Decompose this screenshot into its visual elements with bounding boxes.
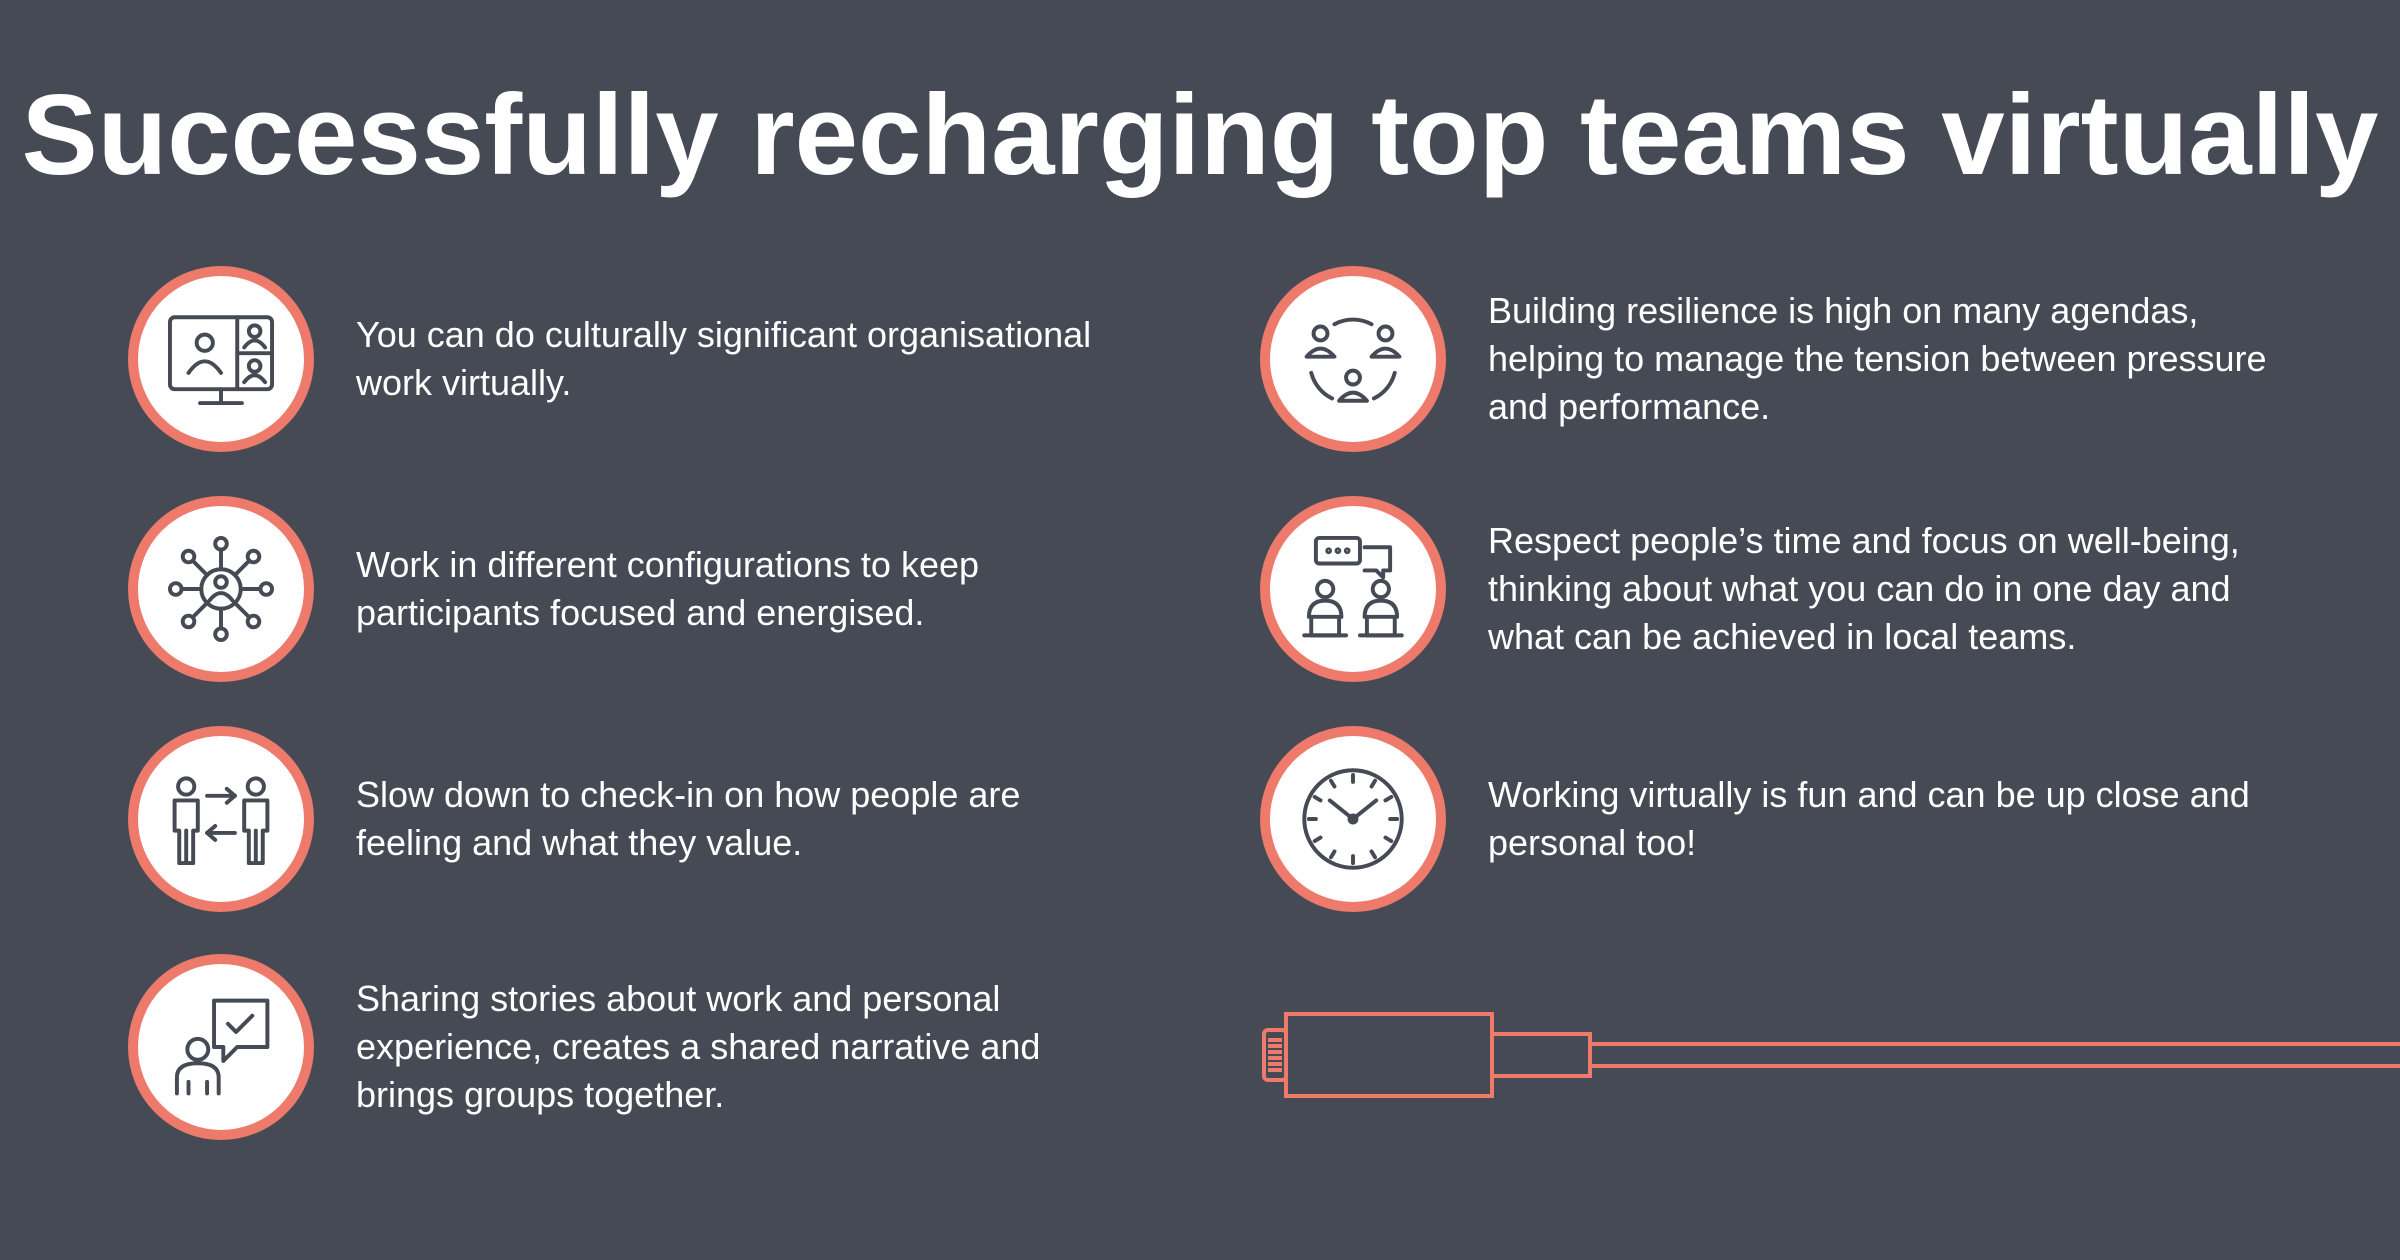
- icon-circle: [128, 496, 314, 682]
- icon-circle: [1260, 266, 1446, 452]
- charging-cable-icon: [1262, 1012, 2400, 1098]
- network-person-icon: [167, 535, 275, 643]
- list-item: You can do culturally significant organi…: [128, 266, 1136, 452]
- item-text: Respect people’s time and focus on well-…: [1488, 520, 2240, 657]
- item-text: You can do culturally significant organi…: [356, 314, 1092, 403]
- icon-circle: [1260, 726, 1446, 912]
- list-item: Work in different configurations to keep…: [128, 496, 1076, 682]
- icon-circle: [128, 726, 314, 912]
- item-text: Working virtually is fun and can be up c…: [1488, 774, 2250, 863]
- item-text: Work in different configurations to keep…: [356, 544, 980, 633]
- list-item: Working virtually is fun and can be up c…: [1260, 726, 2268, 912]
- icon-circle: [1260, 496, 1446, 682]
- page-title: Successfully recharging top teams virtua…: [21, 72, 2379, 199]
- people-exchange-icon: [172, 776, 270, 866]
- list-item: Sharing stories about work and personal …: [128, 954, 1096, 1140]
- icon-circle: [128, 266, 314, 452]
- people-chat-laptops-icon: [1302, 535, 1404, 638]
- item-text: Slow down to check-in on how people are …: [356, 774, 1021, 863]
- list-item: Respect people’s time and focus on well-…: [1260, 496, 2288, 682]
- team-circle-icon: [1304, 317, 1402, 403]
- item-text: Sharing stories about work and personal …: [356, 978, 1041, 1115]
- clock-icon: [1302, 768, 1404, 870]
- list-item: Building resilience is high on many agen…: [1260, 266, 2288, 452]
- item-text: Building resilience is high on many agen…: [1488, 290, 2267, 427]
- video-conference-icon: [167, 315, 275, 406]
- person-speech-check-icon: [174, 998, 270, 1096]
- list-item: Slow down to check-in on how people are …: [128, 726, 1096, 912]
- icon-circle: [128, 954, 314, 1140]
